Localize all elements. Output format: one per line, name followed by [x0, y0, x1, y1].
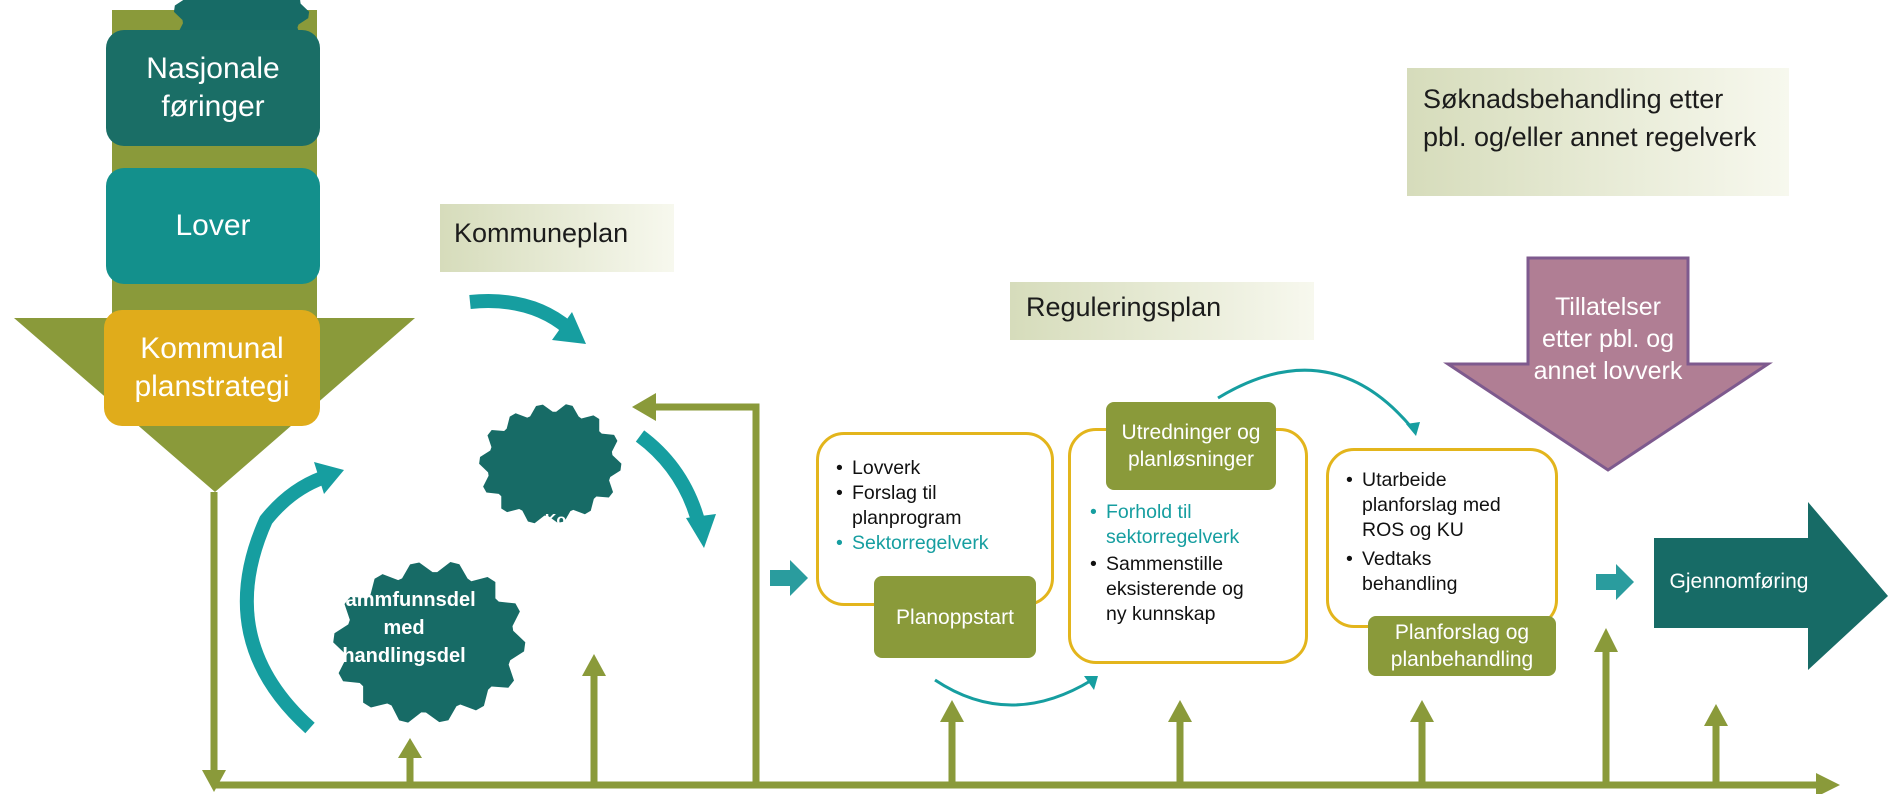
bullet-icon: •	[836, 482, 843, 504]
utredninger-item-text: Forhold til sektorregelverk	[1106, 501, 1240, 548]
planforslag-frame	[1326, 448, 1558, 628]
planoppstart-item: • Lovverk	[836, 456, 1046, 481]
connector-arrowhead-2	[1406, 422, 1420, 436]
planoppstart-item-text: Forslag til planprogram	[852, 482, 962, 529]
kommunal-planstrategi-text: Kommunal planstrategi	[134, 332, 290, 403]
gear-sammfunnsdel-shape	[333, 562, 526, 723]
planoppstart-tab: Planoppstart	[874, 576, 1036, 658]
utredninger-item: • Forhold til sektorregelverk	[1090, 500, 1296, 550]
kommunal-planstrategi-box: Kommunal planstrategi	[104, 310, 320, 426]
gear-delplaner-shape	[479, 404, 622, 524]
lover-text: Lover	[175, 209, 251, 242]
timeline	[210, 403, 1820, 789]
box-connector-curves	[934, 368, 1414, 707]
utredninger-tab: Utredninger og planløsninger	[1106, 402, 1276, 490]
bullet-icon: •	[836, 532, 843, 554]
planforslag-tab: Planforslag og planbehandling	[1368, 616, 1556, 676]
planoppstart-item: • Sektorregelverk	[836, 531, 1046, 556]
timeline-arrowhead	[1816, 773, 1840, 794]
nasjonale-foringer-box: Nasjonale føringer	[106, 30, 320, 146]
planforslag-list: • Utarbeide planforslag med ROS og KU • Ve…	[1346, 468, 1546, 597]
kommuneplan-label-bg	[440, 204, 674, 272]
lover-box: Lover	[106, 168, 320, 284]
reguleringsplan-label-bg	[1010, 282, 1314, 340]
gear-cycle-arrows	[239, 294, 707, 734]
up-arrows	[398, 628, 1728, 785]
bullet-icon: •	[836, 457, 843, 479]
gear-cycle-arrowheads	[314, 312, 716, 548]
planoppstart-item-text: Lovverk	[852, 457, 921, 479]
gear-delplaner-label: Kommune delplaner	[544, 512, 624, 551]
bullet-icon: •	[1346, 548, 1353, 570]
bullet-icon: •	[1090, 553, 1097, 575]
soknad-label: Søknadsbehandling etter pbl. og/eller an…	[1423, 84, 1757, 152]
return-arrowhead	[632, 393, 656, 421]
tillatelser-text: Tillatelser etter pbl. og annet lovverk	[1533, 293, 1683, 385]
planoppstart-item-text: Sektorregelverk	[852, 532, 989, 554]
down-arrowhead	[202, 770, 226, 792]
tillatelser-arrow	[1443, 256, 1773, 472]
soknad-label-bg	[1407, 68, 1789, 196]
gear-arealdel-label: Arealdel	[435, 393, 515, 416]
gjennomforing-arrow	[1654, 502, 1888, 670]
planforslag-item: • Utarbeide planforslag med ROS og KU	[1346, 468, 1546, 543]
gjennomforing-text: Gjennomføring	[1669, 570, 1809, 593]
nasjonale-foringer-text: Nasjonale føringer	[146, 52, 280, 123]
planforslag-item-text: Vedtaks behandling	[1362, 548, 1458, 595]
planoppstart-list: • Lovverk • Forslag til planprogram • Sekto…	[836, 456, 1046, 556]
utredninger-list: • Forhold til sektorregelverk • Sammenstil…	[1090, 500, 1296, 627]
planforslag-item: • Vedtaks behandling	[1346, 547, 1546, 597]
connector-arrowhead-1	[1084, 676, 1098, 690]
small-block-arrows	[770, 560, 1634, 600]
bullet-icon: •	[1346, 469, 1353, 491]
utredninger-item: • Sammenstille eksisterende og ny kunnska…	[1090, 552, 1296, 627]
utredninger-item-text: Sammenstille eksisterende og ny kunnskap	[1106, 553, 1244, 625]
kommuneplan-label: Kommuneplan	[454, 218, 629, 248]
gear-sammfunnsdel-label: Sammfunnsdel med handlingsdel	[332, 589, 476, 667]
bullet-icon: •	[1090, 501, 1097, 523]
planforslag-item-text: Utarbeide planforslag med ROS og KU	[1362, 469, 1501, 541]
planoppstart-item: • Forslag til planprogram	[836, 481, 1046, 531]
reguleringsplan-label: Reguleringsplan	[1026, 292, 1222, 322]
